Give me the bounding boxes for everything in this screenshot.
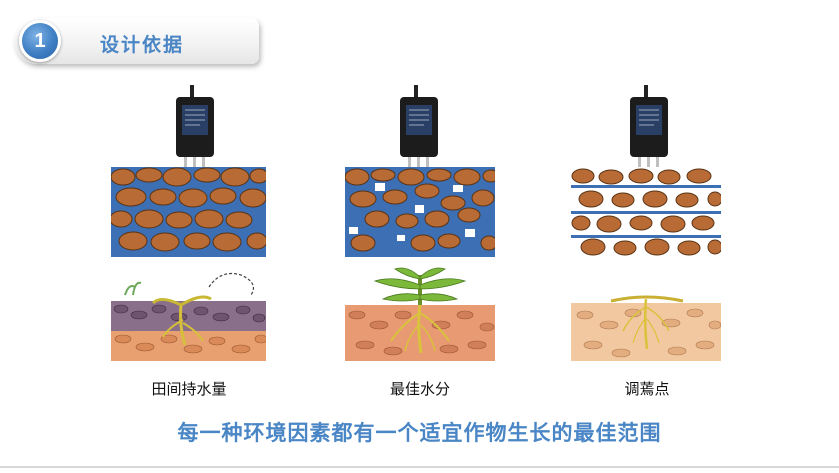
soil-texture-optimal bbox=[345, 167, 495, 257]
bottom-divider bbox=[0, 466, 839, 468]
soil-texture-saturated bbox=[111, 167, 266, 257]
section-title: 设计依据 bbox=[100, 34, 185, 56]
soil-texture-dry bbox=[571, 167, 721, 257]
summary-statement: 每一种环境因素都有一个适宜作物生长的最佳范围 bbox=[177, 421, 662, 445]
caption-field-capacity: 田间持水量 bbox=[151, 380, 227, 398]
plant-roots-illustration-healthy bbox=[345, 265, 495, 361]
section-number-badge: 1 bbox=[19, 20, 61, 62]
plant-roots-illustration-wilting bbox=[111, 265, 266, 361]
caption-wilting-point: 调蔫点 bbox=[624, 380, 670, 398]
plant-roots-illustration-dry bbox=[571, 265, 721, 361]
caption-optimal-moisture: 最佳水分 bbox=[389, 380, 450, 398]
